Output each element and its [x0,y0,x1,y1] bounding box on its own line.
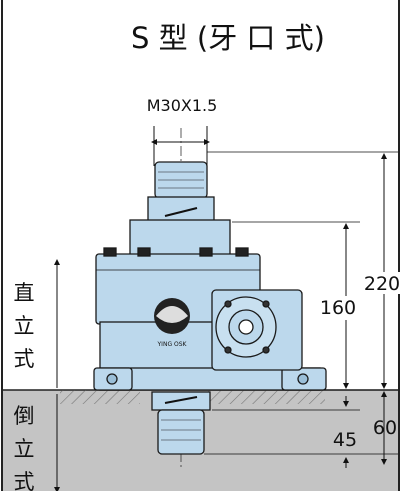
thread-dimension-label: M30X1.5 [147,96,218,115]
upright-char-1: 直 [14,281,35,305]
top-hex-neck [147,196,215,222]
dim-bg-160 [314,296,358,320]
inverted-label: 倒 立 式 [14,404,35,491]
dim-label-45: 45 [333,429,357,451]
upright-char-2: 立 [14,314,35,338]
regulator-body [93,161,327,455]
dim-label-60: 60 [373,417,397,439]
bottom-thread-nipple [157,409,205,455]
ground-hatch-right [205,390,325,404]
inverted-char-3: 式 [14,470,35,491]
spring-mark-bottom [164,396,198,404]
inverted-char-2: 立 [14,437,35,461]
logo-text: YING OSK [157,341,188,348]
inverted-char-1: 倒 [14,404,35,428]
dim-label-160: 160 [320,297,356,319]
upright-label: 直 立 式 [14,281,35,371]
upright-char-3: 式 [14,347,35,371]
dim-bg-220 [362,272,402,294]
spring-mark-top [164,207,198,217]
page-title: S 型 (牙 口 式) [131,21,325,55]
logo-emblem: YING OSK [154,298,190,348]
dim-label-220: 220 [364,273,400,295]
ground-hatch-left [60,390,140,404]
